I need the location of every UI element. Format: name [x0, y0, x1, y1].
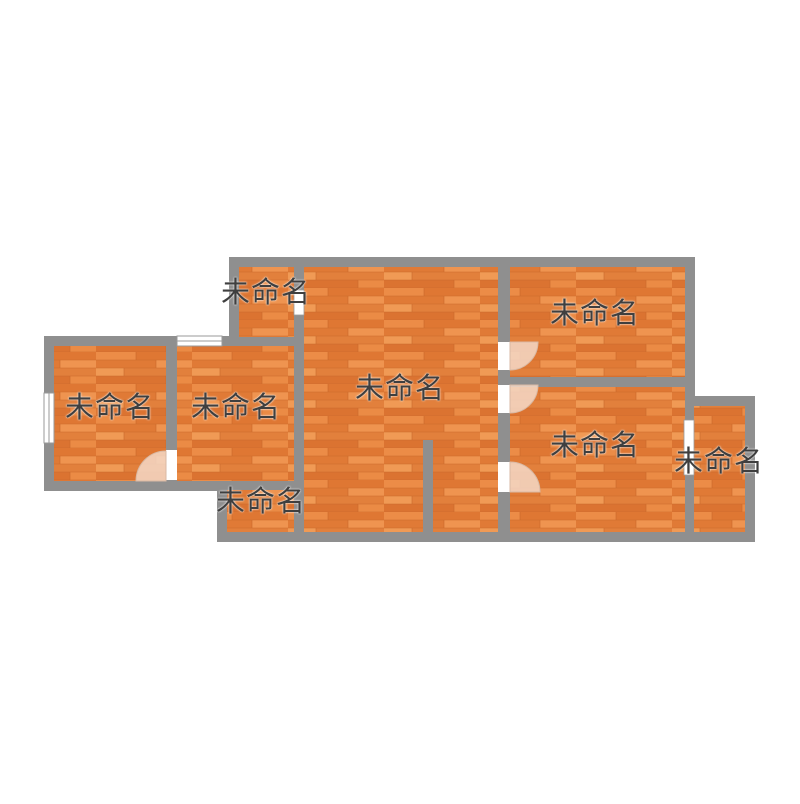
- wall-center-partition: [423, 440, 433, 532]
- doors: [135, 289, 695, 493]
- door-lower-right-room-bottom: [509, 461, 541, 493]
- floor-top-small-room: [239, 267, 294, 337]
- floor-bottom-small-room: [227, 490, 294, 532]
- floor-left-middle-room: [177, 346, 294, 481]
- floor-lower-right-room: [510, 387, 685, 532]
- door-upper-right-room: [509, 341, 539, 371]
- door-left-room: [135, 450, 167, 482]
- floors: [54, 267, 745, 532]
- windows: [43, 335, 223, 444]
- floor-right-small-room: [694, 406, 745, 532]
- floor-upper-right-room: [510, 267, 685, 377]
- floor-center-room: [304, 267, 498, 532]
- door-lower-right-room-top: [509, 384, 539, 414]
